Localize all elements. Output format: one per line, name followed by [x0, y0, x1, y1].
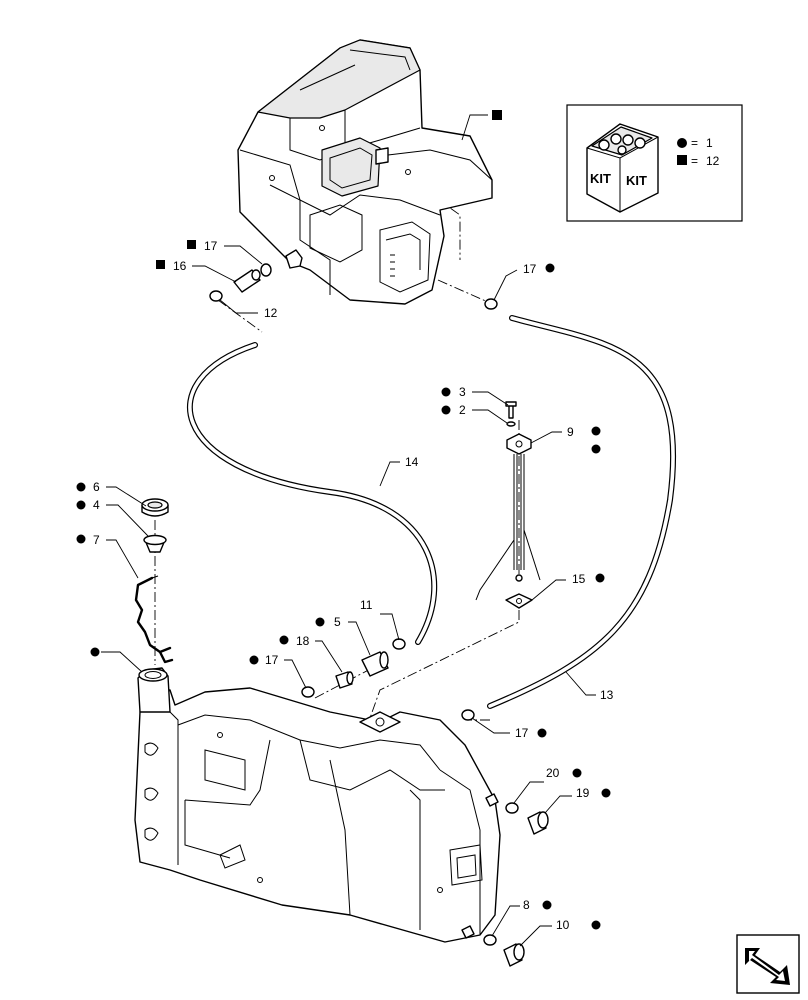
kit-word-right: KIT — [626, 173, 647, 188]
callout-15: 15 — [531, 572, 605, 601]
clamp-8 — [483, 934, 497, 946]
callout-9: 9 — [530, 425, 601, 454]
callout-19: 19 — [544, 786, 611, 814]
callout-upper-tank — [461, 110, 502, 141]
svg-text:18: 18 — [296, 634, 310, 648]
callout-8: 8 — [491, 898, 552, 937]
lanyard-7 — [134, 575, 174, 664]
cap-19 — [527, 811, 549, 835]
callout-2: 2 — [441, 403, 508, 424]
clamp-12-upper — [209, 290, 223, 302]
filler-cap-6 — [141, 498, 169, 517]
svg-text:11: 11 — [360, 598, 373, 612]
svg-text:15: 15 — [572, 572, 586, 586]
svg-text:17: 17 — [523, 262, 537, 276]
svg-text:=: = — [691, 154, 698, 168]
callout-3: 3 — [441, 385, 509, 406]
kit-box-icon: KIT KIT — [586, 123, 659, 213]
connector-5 — [361, 651, 389, 677]
lower-tank — [134, 667, 501, 943]
svg-text:9: 9 — [567, 425, 574, 439]
callout-12: 12 — [219, 299, 278, 320]
hose-14 — [186, 342, 438, 645]
svg-text:17: 17 — [265, 653, 279, 667]
callout-20: 20 — [513, 766, 582, 804]
svg-text:7: 7 — [93, 533, 100, 547]
callout-lower-tank — [90, 647, 143, 673]
callout-10: 10 — [519, 918, 601, 947]
clamp-17-lower-right — [461, 709, 475, 721]
callout-13: 13 — [565, 671, 614, 702]
callout-7: 7 — [76, 533, 139, 579]
kit-square-value: 12 — [706, 154, 720, 168]
clamp-20 — [505, 802, 519, 814]
callout-17-square: 17 — [187, 239, 263, 265]
hose-13 — [487, 315, 677, 709]
clamp-17-upper-right — [484, 298, 498, 310]
callout-18: 18 — [279, 634, 343, 673]
clamp-17-upper-left — [260, 263, 272, 277]
fuel-level-sender — [475, 433, 541, 609]
kit-dot-value: 1 — [706, 136, 713, 150]
fitting-16 — [233, 269, 261, 293]
svg-text:5: 5 — [334, 615, 341, 629]
svg-text:16: 16 — [173, 259, 187, 273]
arrow-navigation-icon[interactable] — [736, 934, 800, 994]
svg-text:3: 3 — [459, 385, 466, 399]
callout-5: 5 — [315, 615, 371, 656]
callout-16-square: 16 — [156, 259, 237, 283]
callout-4: 4 — [76, 498, 149, 537]
svg-text:2: 2 — [459, 403, 466, 417]
svg-text:4: 4 — [93, 498, 100, 512]
callout-11: 11 — [360, 598, 400, 641]
kit-legend-square-row: = 12 — [677, 154, 720, 168]
svg-text:20: 20 — [546, 766, 560, 780]
svg-text:=: = — [691, 136, 698, 150]
cap-10 — [503, 943, 525, 967]
svg-text:10: 10 — [556, 918, 570, 932]
svg-text:17: 17 — [515, 726, 529, 740]
fitting-18 — [335, 671, 354, 689]
svg-text:17: 17 — [204, 239, 218, 253]
kit-legend-box: KIT KIT = 1 = 12 — [566, 104, 743, 222]
svg-text:6: 6 — [93, 480, 100, 494]
svg-text:8: 8 — [523, 898, 530, 912]
upper-tank — [237, 39, 493, 305]
clamp-11 — [392, 638, 406, 650]
callout-17-dot-lower-right: 17 — [471, 717, 547, 740]
svg-text:13: 13 — [600, 688, 614, 702]
svg-text:12: 12 — [264, 306, 278, 320]
screw-3 — [505, 401, 517, 419]
strainer-4 — [143, 534, 167, 553]
kit-word-left: KIT — [590, 171, 611, 186]
callout-6: 6 — [76, 480, 147, 507]
washer-2 — [506, 421, 516, 427]
svg-text:14: 14 — [405, 455, 419, 469]
svg-text:19: 19 — [576, 786, 590, 800]
callout-17-dot-lower-left: 17 — [249, 653, 307, 689]
callout-14: 14 — [379, 455, 419, 487]
clamp-17-lower-left — [301, 686, 315, 698]
callouts: 17 16 12 17 3 2 — [76, 110, 614, 947]
callout-17-dot-upper: 17 — [493, 262, 555, 301]
kit-legend-dot-row: = 1 — [677, 136, 713, 150]
